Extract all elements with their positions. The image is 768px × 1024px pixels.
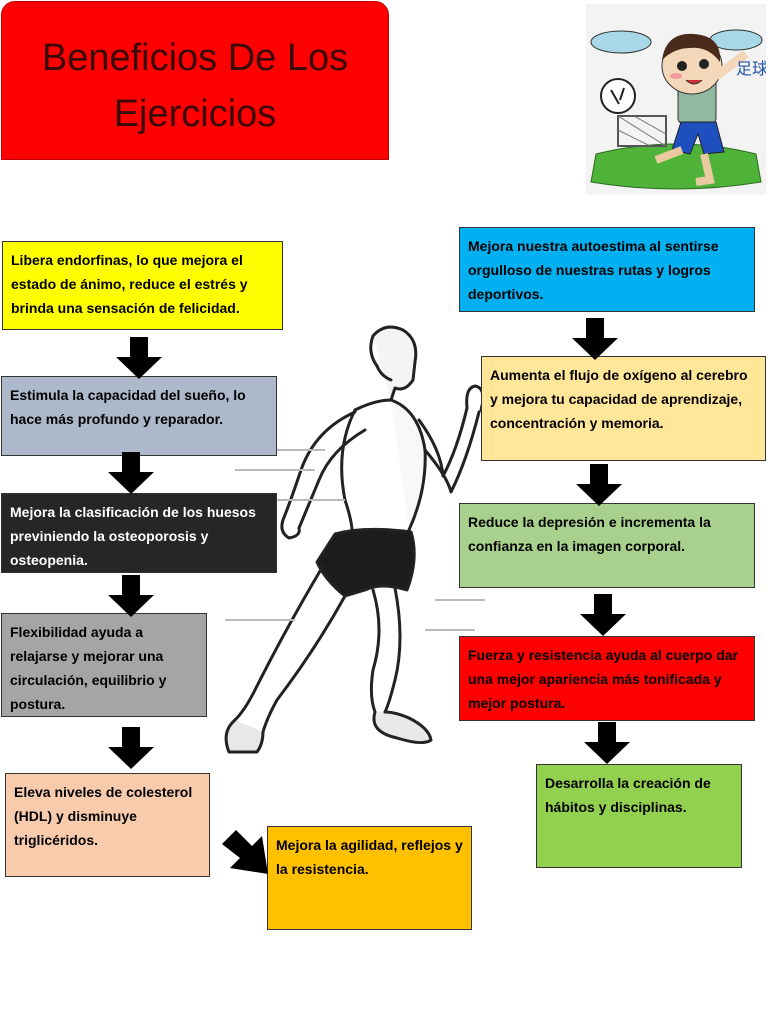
title-line-1: Beneficios De Los [41, 37, 349, 79]
benefit-box-endorphins: Libera endorfinas, lo que mejora el esta… [2, 241, 283, 330]
benefit-text: Libera endorfinas, lo que mejora el esta… [11, 252, 248, 316]
benefit-text: Eleva niveles de colesterol (HDL) y dism… [14, 784, 193, 848]
down-arrow-icon [572, 318, 618, 360]
benefit-box-agility: Mejora la agilidad, reflejos y la resist… [267, 826, 472, 930]
benefit-box-depression: Reduce la depresión e incrementa la conf… [459, 503, 755, 588]
benefit-box-strength: Fuerza y resistencia ayuda al cuerpo dar… [459, 636, 755, 721]
down-arrow-icon [108, 575, 154, 617]
benefit-box-habits: Desarrolla la creación de hábitos y disc… [536, 764, 742, 868]
down-arrow-icon [576, 464, 622, 506]
title-banner: Beneficios De Los Ejercicios [1, 1, 389, 160]
down-arrow-icon [108, 727, 154, 769]
benefit-box-flexibility: Flexibilidad ayuda a relajarse y mejorar… [1, 613, 207, 717]
benefit-text: Estimula la capacidad del sueño, lo hace… [10, 387, 246, 427]
kid-chinese-text: 足球 [736, 59, 766, 78]
benefit-box-sleep: Estimula la capacidad del sueño, lo hace… [1, 376, 277, 456]
benefit-text: Aumenta el flujo de oxígeno al cerebro y… [490, 367, 748, 431]
benefit-box-oxygen: Aumenta el flujo de oxígeno al cerebro y… [481, 356, 766, 461]
benefit-box-cholesterol: Eleva niveles de colesterol (HDL) y dism… [5, 773, 210, 877]
benefit-text: Flexibilidad ayuda a relajarse y mejorar… [10, 624, 167, 712]
benefit-text: Desarrolla la creación de hábitos y disc… [545, 775, 711, 815]
down-arrow-icon [584, 722, 630, 764]
down-arrow-icon [116, 337, 162, 379]
diagonal-arrow-icon [222, 830, 268, 874]
benefit-text: Reduce la depresión e incrementa la conf… [468, 514, 711, 554]
benefit-box-bones: Mejora la clasificación de los huesos pr… [1, 493, 277, 573]
down-arrow-icon [108, 452, 154, 494]
benefit-text: Mejora nuestra autoestima al sentirse or… [468, 238, 719, 302]
down-arrow-icon [580, 594, 626, 636]
benefit-box-self-esteem: Mejora nuestra autoestima al sentirse or… [459, 227, 755, 312]
soccer-kid-illustration: 足球 [586, 4, 766, 194]
benefit-text: Mejora la agilidad, reflejos y la resist… [276, 837, 463, 877]
benefit-text: Fuerza y resistencia ayuda al cuerpo dar… [468, 647, 739, 711]
benefit-text: Mejora la clasificación de los huesos pr… [10, 504, 256, 568]
title-line-2: Ejercicios [113, 93, 277, 135]
runner-illustration [224, 325, 485, 754]
